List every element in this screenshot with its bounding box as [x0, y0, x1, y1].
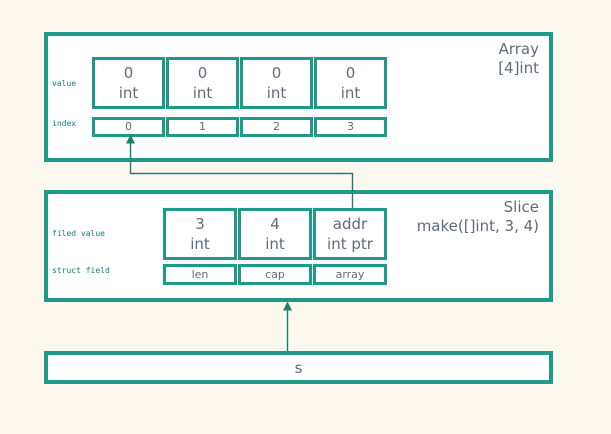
array-cell-0-type: int [118, 84, 139, 102]
array-cell-1: 0 int [166, 57, 239, 109]
array-title: Array [498, 40, 539, 58]
array-cell-1-value: 0 [197, 64, 208, 82]
struct-field-array: array [313, 264, 387, 285]
index-row-label: index [52, 119, 77, 128]
array-cell-0-value: 0 [123, 64, 134, 82]
s-to-slice-arrow [283, 301, 292, 351]
arrowhead-icon [283, 301, 292, 311]
array-cell-1-type: int [192, 84, 213, 102]
slice-box-title: Slice make([]int, 3, 4) [417, 198, 539, 236]
slice-cell-array: addr int ptr [313, 208, 387, 260]
array-subtitle: [4]int [498, 59, 539, 77]
s-variable-box: s [44, 351, 553, 384]
slice-struct-row: len cap array [163, 264, 387, 285]
array-cell-3: 0 int [314, 57, 387, 109]
array-box: Array [4]int value 0 int 0 int 0 int 0 i… [44, 32, 553, 162]
index-cell-0: 0 [92, 117, 165, 137]
slice-cell-cap-value: 4 [270, 215, 280, 233]
array-index-row: 0 1 2 3 [92, 117, 387, 137]
index-cell-2: 2 [240, 117, 313, 137]
slice-field-row: 3 int 4 int addr int ptr [163, 208, 387, 260]
slice-cell-cap: 4 int [238, 208, 312, 260]
slice-cell-cap-type: int [265, 235, 285, 253]
struct-field-len: len [163, 264, 237, 285]
slice-cell-array-value: addr [332, 215, 368, 233]
array-cell-3-type: int [340, 84, 361, 102]
slice-box: Slice make([]int, 3, 4) filed value 3 in… [44, 190, 553, 302]
array-cell-2-value: 0 [271, 64, 282, 82]
array-value-row: 0 int 0 int 0 int 0 int [92, 57, 387, 109]
index-cell-3: 3 [314, 117, 387, 137]
slice-subtitle: make([]int, 3, 4) [416, 217, 539, 235]
index-cell-1: 1 [166, 117, 239, 137]
s-variable-label: s [294, 358, 303, 377]
array-box-title: Array [4]int [498, 40, 539, 78]
array-cell-2-type: int [266, 84, 287, 102]
slice-cell-len-type: int [190, 235, 210, 253]
slice-title: Slice [503, 198, 539, 216]
slice-cell-len: 3 int [163, 208, 237, 260]
array-cell-3-value: 0 [345, 64, 356, 82]
struct-field-row-label: struct field [52, 266, 110, 275]
slice-cell-len-value: 3 [195, 215, 205, 233]
slice-cell-array-type: int ptr [327, 235, 373, 253]
field-value-row-label: filed value [52, 229, 105, 238]
struct-field-cap: cap [238, 264, 312, 285]
value-row-label: value [52, 79, 77, 88]
array-cell-0: 0 int [92, 57, 165, 109]
array-cell-2: 0 int [240, 57, 313, 109]
